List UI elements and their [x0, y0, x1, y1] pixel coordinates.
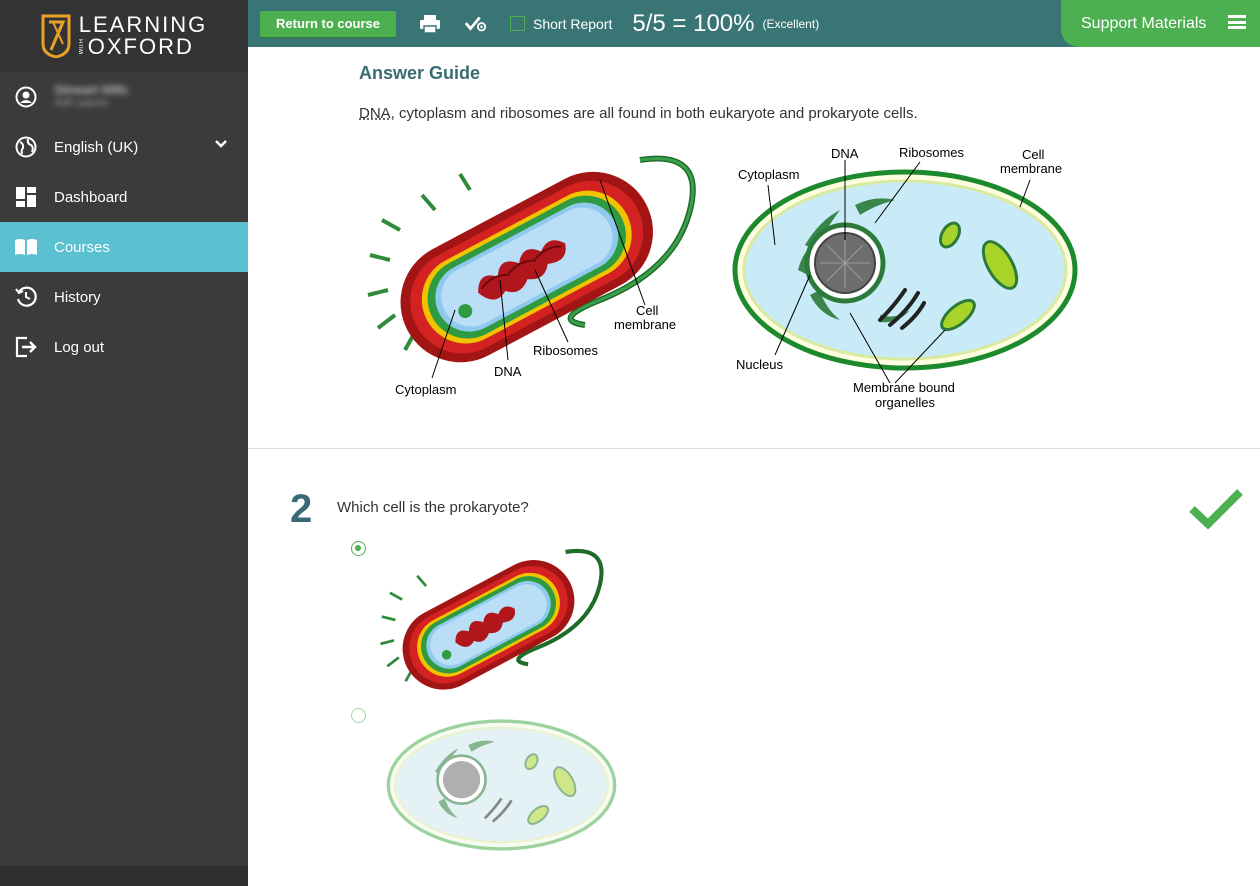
label-organelles-2: organelles — [875, 395, 935, 410]
support-materials-button[interactable]: Support Materials — [1061, 0, 1260, 47]
oxford-shield-icon — [41, 14, 71, 58]
label-cell: Cell — [636, 303, 659, 318]
score-label: (Excellent) — [762, 16, 820, 31]
sidebar-item-label: History — [54, 288, 101, 306]
label-dna: DNA — [494, 364, 522, 379]
label-membrane: membrane — [614, 317, 676, 332]
book-icon — [14, 235, 38, 259]
label-ribosomes-euk: Ribosomes — [899, 145, 965, 160]
sidebar-item-label: Dashboard — [54, 188, 128, 206]
globe-icon — [14, 135, 38, 159]
label-cytoplasm-euk: Cytoplasm — [738, 167, 799, 182]
topbar: Return to course Short Report 5/5 = 100%… — [248, 0, 1260, 47]
short-report-toggle[interactable]: Short Report — [510, 16, 612, 32]
correct-check-icon — [1189, 489, 1243, 529]
label-organelles-1: Membrane bound — [853, 380, 955, 395]
eukaryote-diagram: Cytoplasm DNA Ribosomes Cell membrane Nu… — [732, 145, 1078, 410]
brand-line1: LEARNING — [78, 12, 208, 37]
menu-icon[interactable] — [1228, 15, 1246, 29]
label-cytoplasm: Cytoplasm — [395, 382, 456, 397]
option-1-prokaryote-image[interactable] — [375, 545, 620, 695]
sidebar-user[interactable]: Stewart Mills Self Learner — [0, 72, 248, 122]
label-membrane-euk: membrane — [1000, 161, 1062, 176]
review-check-icon[interactable] — [464, 12, 488, 36]
history-icon — [14, 285, 38, 309]
logout-icon — [14, 335, 38, 359]
user-role: Self Learner — [54, 98, 109, 109]
sidebar-item-label: Courses — [54, 238, 110, 256]
sidebar-item-label: Log out — [54, 338, 105, 356]
sidebar-footer — [0, 866, 248, 886]
label-ribosomes: Ribosomes — [533, 343, 599, 358]
language-label: English (UK) — [54, 138, 139, 156]
answer-guide-title: Answer Guide — [359, 63, 481, 83]
return-to-course-button[interactable]: Return to course — [260, 10, 397, 37]
brand-with: WITH — [78, 39, 85, 55]
user-icon — [14, 85, 38, 109]
short-report-label: Short Report — [533, 15, 613, 32]
option-2-radio[interactable] — [351, 708, 366, 723]
mitochondria — [939, 221, 1019, 332]
label-cell-euk: Cell — [1022, 147, 1045, 162]
question-number: 2 — [290, 487, 313, 531]
question-text: Which cell is the prokaryote? — [337, 499, 529, 516]
sidebar-item-dashboard[interactable]: Dashboard — [0, 172, 248, 222]
brand-line2: OXFORD — [87, 34, 194, 59]
language-selector[interactable]: English (UK) — [0, 122, 248, 172]
dashboard-icon — [14, 185, 38, 209]
option-2-eukaryote-image[interactable] — [385, 718, 618, 852]
option-1-radio[interactable] — [351, 541, 366, 556]
user-name: Stewart Mills — [54, 82, 128, 97]
dna-term[interactable]: DNA — [359, 105, 391, 122]
sidebar-item-history[interactable]: History — [0, 272, 248, 322]
label-dna-euk: DNA — [831, 146, 859, 161]
chevron-down-icon — [215, 140, 227, 148]
sidebar-item-courses[interactable]: Courses — [0, 222, 248, 272]
score-value: 5/5 = 100% — [632, 9, 755, 37]
support-materials-label: Support Materials — [1081, 14, 1207, 32]
answer-guide-text: DNA, cytoplasm and ribosomes are all fou… — [359, 105, 918, 122]
short-report-checkbox[interactable] — [510, 16, 526, 31]
prokaryote-diagram: Cytoplasm DNA Ribosomes Cell membrane — [367, 155, 696, 397]
section-divider — [248, 448, 1260, 449]
label-nucleus: Nucleus — [736, 357, 783, 372]
print-icon[interactable] — [418, 12, 442, 36]
answer-guide-sentence: , cytoplasm and ribosomes are all found … — [390, 105, 918, 122]
sidebar-item-logout[interactable]: Log out — [0, 322, 248, 372]
